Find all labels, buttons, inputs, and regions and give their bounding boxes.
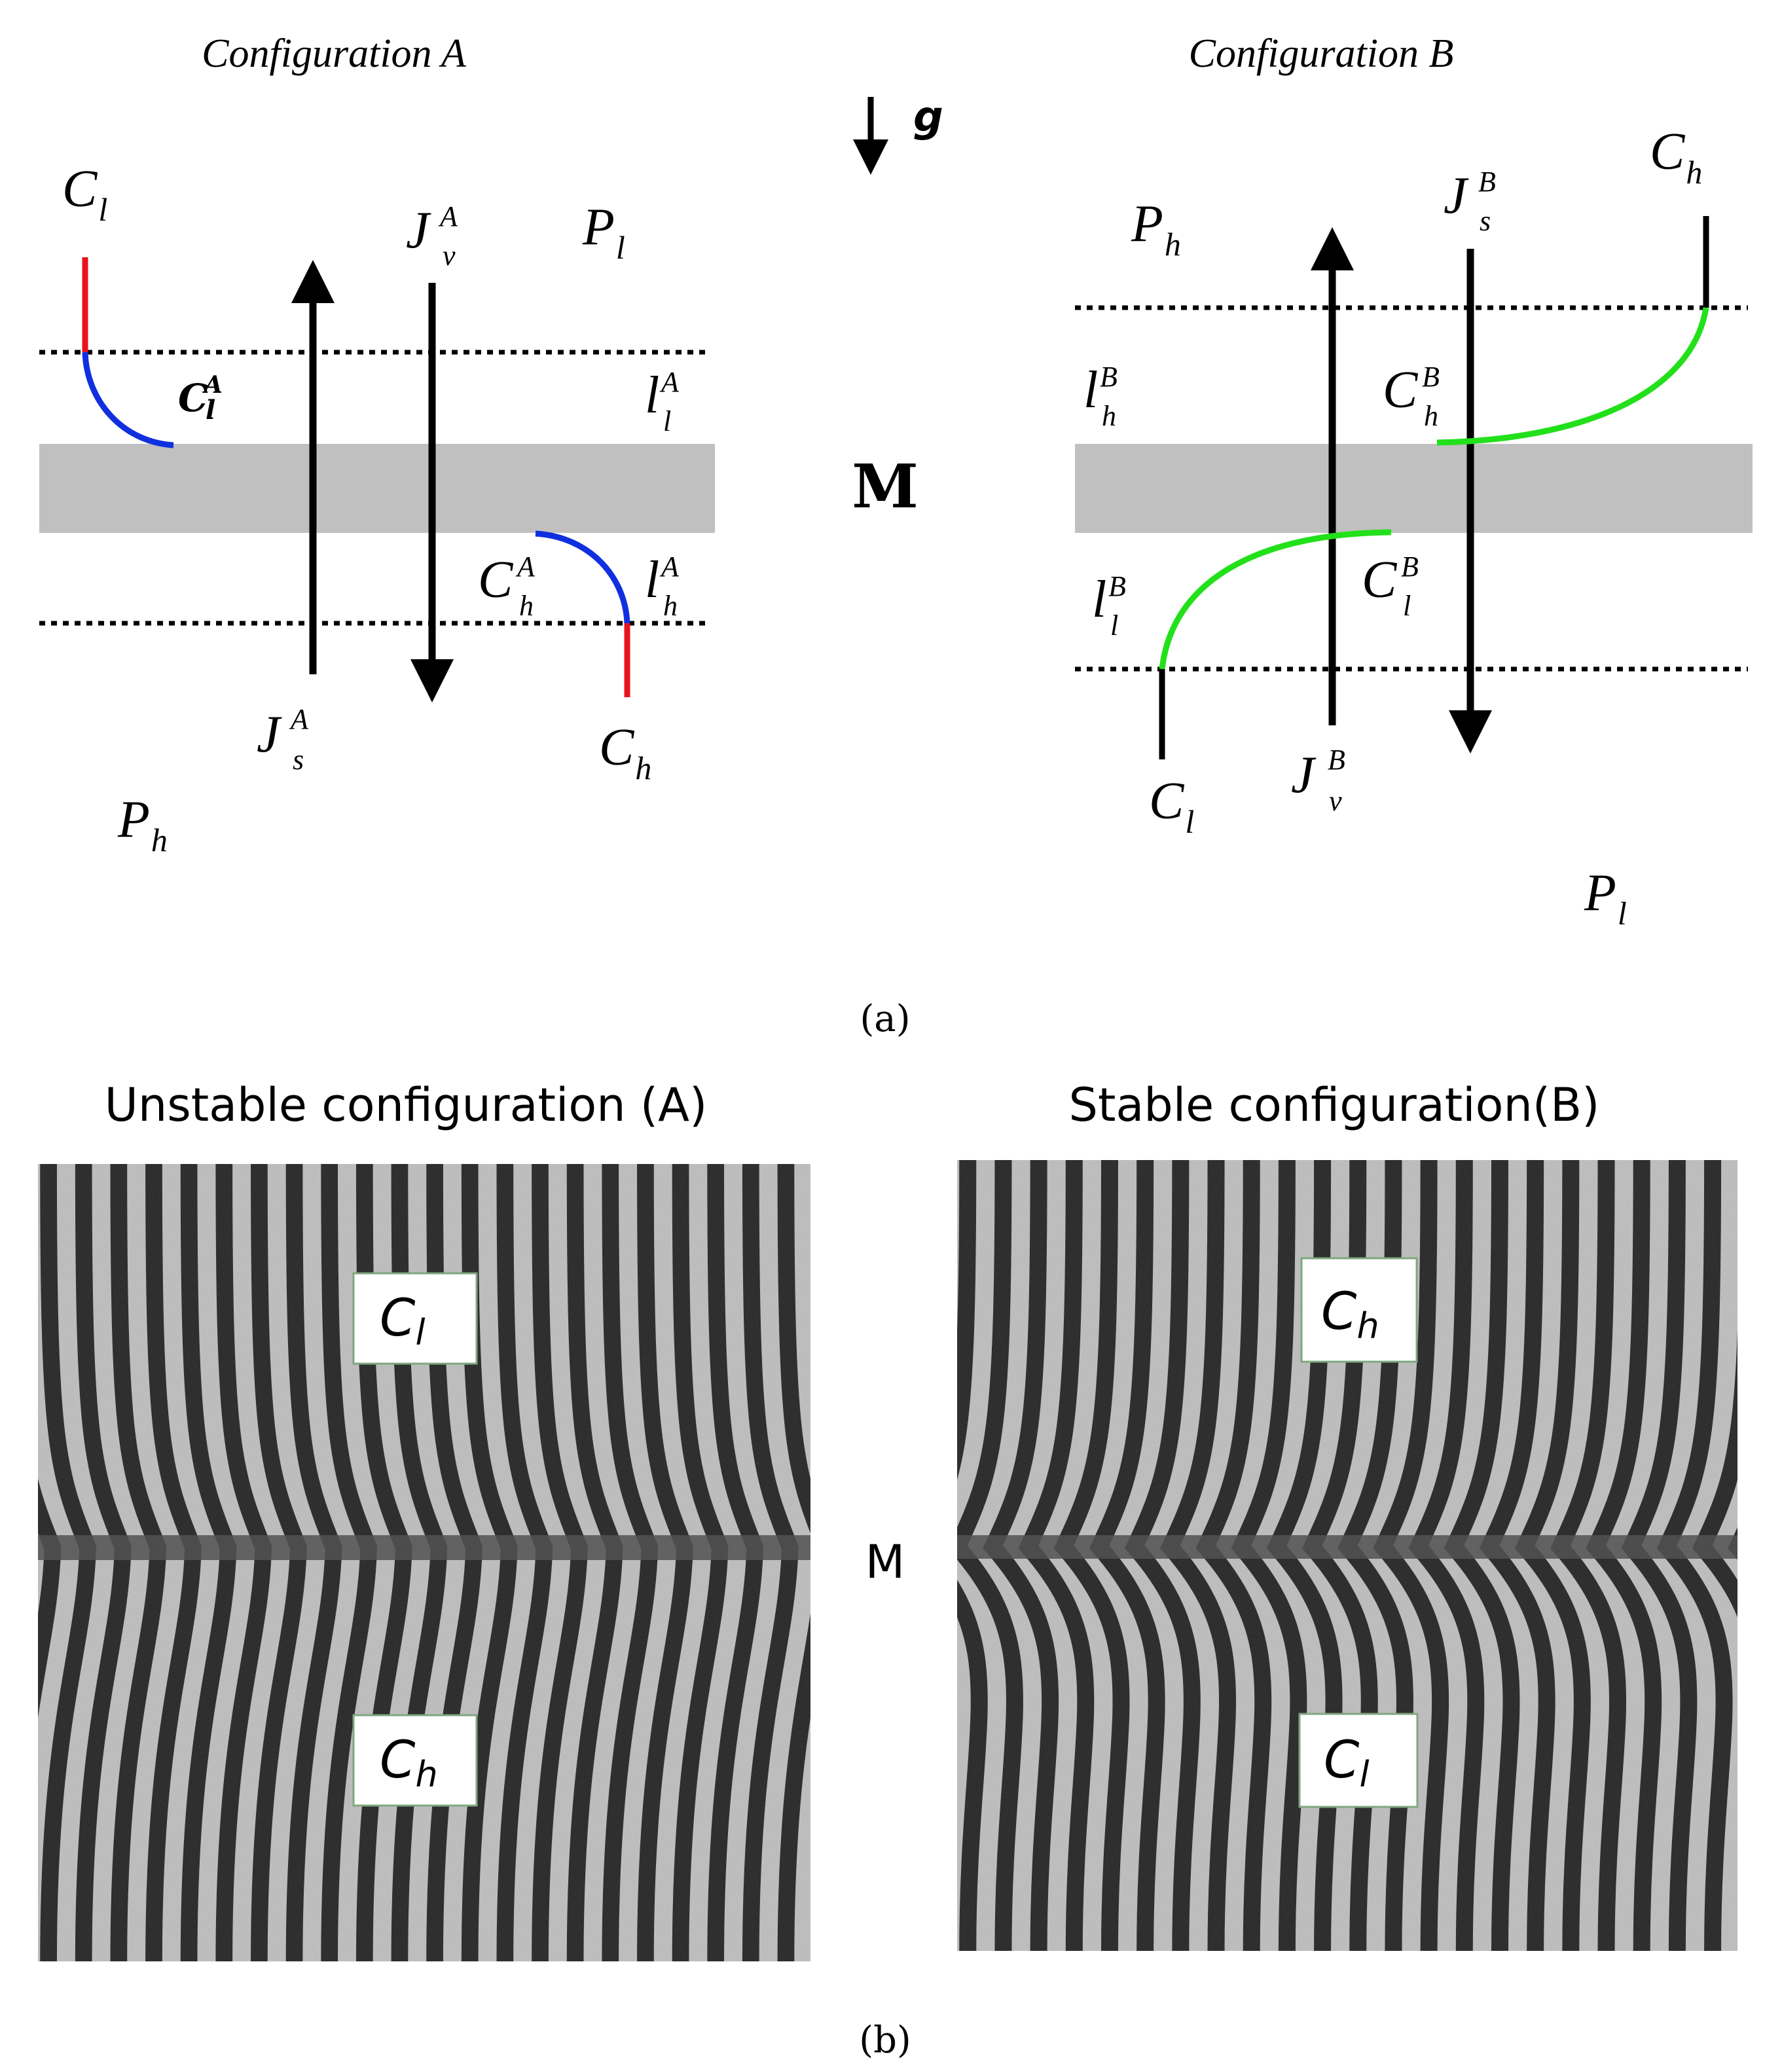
label-box-ch-right-text: Ch [1321,1282,1379,1347]
label-cl-top-a: Cl [62,160,107,228]
svg-text:v: v [443,240,456,272]
svg-text:Ph: Ph [1131,195,1181,263]
svg-text:J: J [1444,167,1469,225]
panel-a: Configuration A Cl J A v Pl [39,31,1753,1040]
label-box-ch-right [1300,1257,1418,1363]
svg-text:A: A [659,366,680,398]
profile-curve-top-a [82,352,174,448]
label-pl-b: Pl [1584,864,1627,932]
label-ch-top-b: Ch [1650,123,1702,191]
label-ph-b: Ph [1131,195,1181,263]
svg-text:C: C [478,551,514,609]
svg-text:h: h [519,590,534,622]
svg-text:A: A [202,371,223,399]
svg-text:h: h [1102,400,1116,432]
label-box-cl-right [1298,1713,1419,1808]
label-js-b: J B s [1444,166,1496,237]
label-pl-a: Pl [582,198,625,266]
caption-b: (b) [859,2019,911,2062]
svg-text:l: l [645,367,659,424]
label-box-cl-left [352,1272,478,1365]
gravity-label: g [913,93,943,141]
svg-text:l: l [1110,609,1118,642]
label-cl-b: C B l [1362,551,1419,622]
svg-text:Ph: Ph [117,791,168,858]
label-jv-b: J B v [1291,744,1345,817]
fringe-stripe [1773,1160,1782,1951]
svg-text:Cl: Cl [1149,772,1194,840]
panel-b: Unstable configuration (A) Stable config… [0,1078,1782,2062]
micrograph-stable: Ch Cl [957,1160,1782,1951]
title-stable: Stable configuration(B) [1069,1078,1600,1132]
label-ll-b: l B l [1092,570,1126,642]
label-ph-a: Ph [117,791,168,858]
svg-text:Pl: Pl [582,198,625,266]
svg-text:A: A [515,551,536,583]
label-lh-b: l B h [1083,361,1118,432]
config-b-title: Configuration B [1189,31,1454,76]
svg-text:B: B [1108,570,1126,602]
profile-curve-bottom-b [1159,529,1392,670]
label-jv-a: J A v [406,200,458,272]
label-js-a: J A s [257,703,309,776]
label-ch-bottom-a: Ch [599,719,651,786]
svg-text:C: C [178,376,208,420]
svg-text:l: l [1403,590,1411,622]
svg-text:J: J [257,706,282,763]
svg-text:l: l [1083,361,1098,419]
svg-text:l: l [663,405,671,437]
label-ch-b: C B h [1383,361,1440,432]
svg-text:B: B [1401,551,1419,583]
svg-text:C: C [1362,551,1398,609]
caption-a: (a) [860,998,910,1040]
svg-text:Ch: Ch [599,719,651,786]
micrograph-unstable: Cl Ch [0,1164,860,1961]
svg-text:l: l [206,395,215,426]
svg-text:B: B [1328,744,1345,776]
gravity-indicator: g [853,93,943,175]
fringe-stripe [1728,1527,1737,1560]
svg-text:l: l [1092,571,1106,628]
svg-text:s: s [293,744,304,776]
membrane-label-b: M [865,1535,905,1589]
svg-text:l: l [645,551,659,609]
svg-text:v: v [1329,785,1342,817]
label-box-ch-left-text: Ch [380,1731,438,1795]
label-box-cl-left-text: Cl [380,1289,425,1353]
label-ch-a: C A h [478,551,536,622]
membrane-label-a: M [852,451,918,522]
title-unstable: Unstable configuration (A) [105,1078,708,1132]
svg-text:A: A [438,200,458,232]
svg-text:J: J [1291,746,1317,804]
svg-text:A: A [289,703,309,735]
svg-text:A: A [659,551,680,583]
svg-text:J: J [406,202,431,259]
membrane-band-b [1075,444,1753,533]
svg-text:Ch: Ch [1650,123,1702,191]
label-cl-bottom-b: Cl [1149,772,1194,840]
label-box-ch-left [352,1714,478,1807]
svg-text:s: s [1480,205,1491,237]
label-box-cl-right-text: Cl [1324,1731,1369,1795]
label-ll-a: l A l [645,366,680,437]
profile-curve-top-b [1436,307,1709,446]
svg-text:h: h [1424,400,1438,432]
svg-text:h: h [663,590,678,622]
config-a-title: Configuration A [202,31,467,76]
svg-text:B: B [1422,361,1440,393]
fringe-stripe [821,1164,860,1961]
svg-text:C: C [1383,361,1419,419]
svg-text:Pl: Pl [1584,864,1627,932]
label-cl-a: C A l [178,371,223,426]
membrane-band-a [39,444,715,533]
svg-text:Cl: Cl [62,160,107,228]
profile-curve-bottom-a [535,530,630,624]
svg-text:B: B [1100,361,1118,393]
label-lh-a: l A h [645,551,680,622]
configuration-a-diagram: Configuration A Cl J A v Pl [39,31,715,858]
configuration-b-diagram: Configuration B Ch J B s Ph l [1075,31,1753,932]
svg-text:B: B [1478,166,1496,198]
fringe-stripe [0,1164,18,1961]
